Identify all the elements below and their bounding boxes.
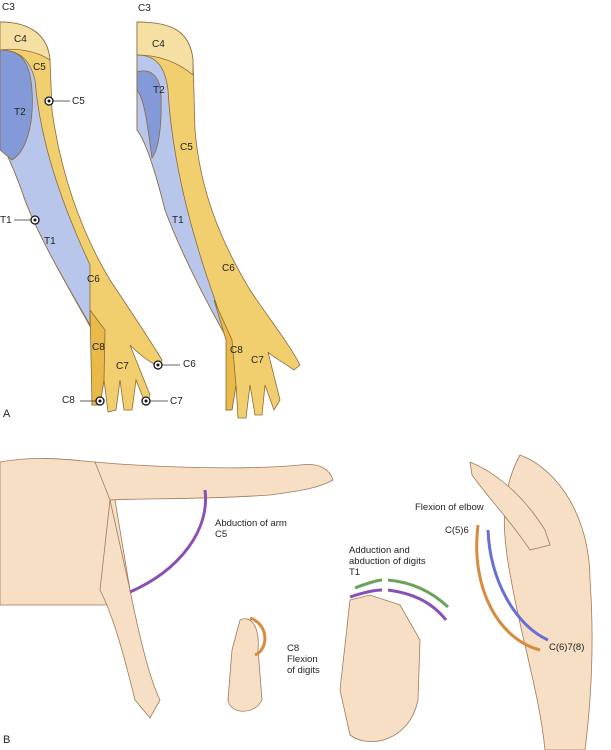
- hanging-arm: [99, 499, 161, 719]
- label-c8-right: C8: [230, 345, 243, 356]
- point-label-c6: C6: [183, 359, 196, 370]
- caption-flexion-elbow: Flexion of elbow: [415, 502, 484, 513]
- panel-letter-a: A: [3, 408, 11, 420]
- panel-letter-b: B: [3, 734, 11, 746]
- caption-abduction-arm-root: C5: [215, 529, 228, 540]
- panel-b-figures: [0, 454, 593, 750]
- label-c3-left: C3: [2, 2, 15, 13]
- caption-flexion-digits-1: Flexion: [287, 654, 318, 665]
- flexed-forearm: [469, 461, 551, 551]
- right-arm-dermatome: [136, 21, 301, 419]
- label-c5-left: C5: [33, 62, 46, 73]
- point-label-c7: C7: [170, 396, 183, 407]
- c4-band: [0, 21, 51, 61]
- label-c6-left: C6: [87, 274, 100, 285]
- motion-arrows: [129, 489, 549, 657]
- abducted-arm: [94, 461, 334, 501]
- label-c7-right: C7: [251, 355, 264, 366]
- caption-adduction-root: T1: [349, 567, 361, 578]
- label-t2-left: T2: [14, 107, 26, 118]
- label-t1-left: T1: [44, 236, 56, 247]
- label-c5-right: C5: [180, 142, 193, 153]
- sensory-point-markers: [30, 96, 163, 406]
- label-c7-left: C7: [116, 361, 129, 372]
- label-t2-right: T2: [153, 85, 165, 96]
- fist-hand: [227, 618, 263, 712]
- point-label-t1: T1: [0, 215, 12, 226]
- c8-region: [89, 308, 106, 406]
- left-arm-dermatome: [0, 21, 163, 413]
- caption-abduction-arm: Abduction of arm: [215, 518, 287, 529]
- t2-region: [0, 49, 33, 161]
- label-c3-right: C3: [138, 3, 151, 14]
- label-c8-left: C8: [92, 342, 105, 353]
- caption-adduction-2: abduction of digits: [349, 556, 426, 567]
- caption-elbow-root-1: C(5)6: [445, 525, 469, 536]
- caption-adduction-1: Adduction and: [349, 545, 410, 556]
- label-c4-right: C4: [152, 39, 165, 50]
- caption-digits-root: C8: [287, 643, 300, 654]
- open-hand: [339, 594, 421, 742]
- label-c6-right: C6: [222, 263, 235, 274]
- point-label-c5: C5: [72, 96, 85, 107]
- label-t1-right: T1: [172, 215, 184, 226]
- point-label-c8: C8: [62, 395, 75, 406]
- caption-flexion-digits-2: of digits: [287, 665, 320, 676]
- caption-elbow-root-2: C(6)7(8): [549, 642, 585, 653]
- label-c4-left: C4: [14, 34, 27, 45]
